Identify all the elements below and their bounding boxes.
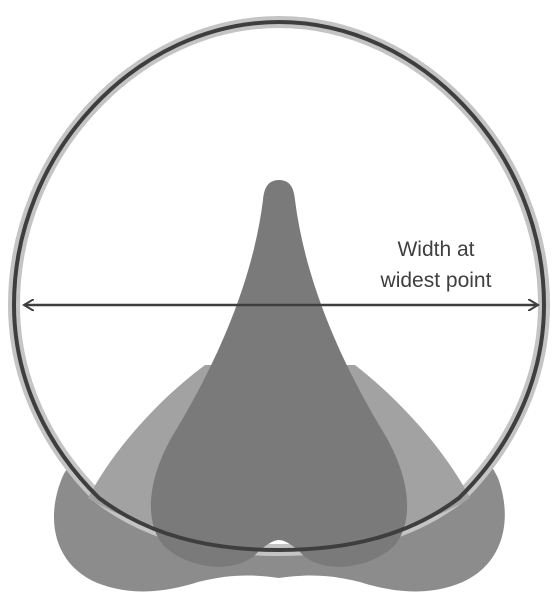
annotation-line-1: Width at bbox=[336, 234, 536, 265]
annotation-line-2: widest point bbox=[336, 265, 536, 296]
width-annotation-label: Width at widest point bbox=[336, 234, 536, 296]
